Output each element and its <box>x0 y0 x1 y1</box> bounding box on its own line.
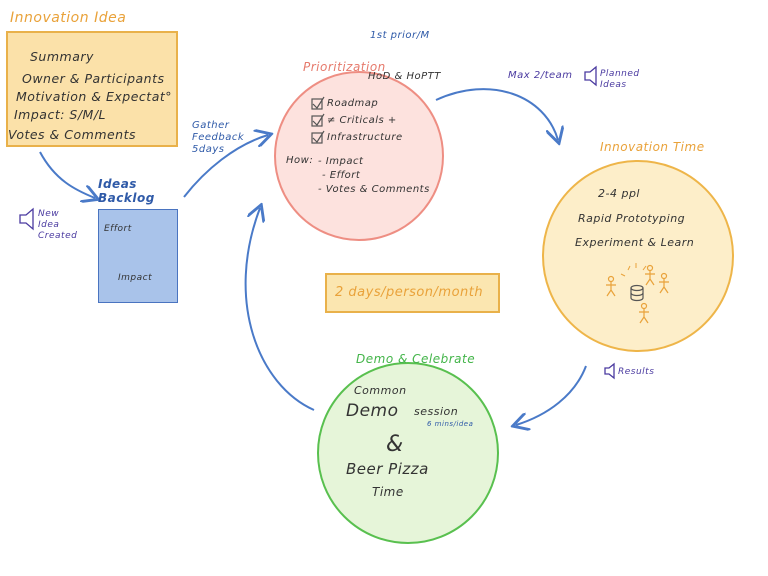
demo-session-label: session <box>414 405 459 418</box>
results-label: Results <box>618 367 655 377</box>
how-item: - Votes & Comments <box>318 184 430 195</box>
idea-field: Summary <box>30 49 94 64</box>
arrow-prioritization-to-innovation <box>435 88 558 140</box>
innovation-line: Experiment & Learn <box>575 236 695 249</box>
note-line: 5days <box>192 144 225 155</box>
prioritization-owners: HoD & HoPTT <box>368 71 441 82</box>
gather-feedback-note: Gather Feedback 5days <box>192 120 244 156</box>
megaphone-icon <box>584 65 597 87</box>
note-line: New <box>38 209 60 219</box>
demo-title: Demo & Celebrate <box>356 352 476 366</box>
sparkle-icon <box>620 263 647 277</box>
time-budget-label: 2 days/person/month <box>335 285 484 300</box>
checklist-item: Infrastructure <box>327 132 403 143</box>
team-limit: Max 2/team <box>508 70 573 81</box>
database-icon <box>630 284 644 302</box>
prioritization-circle <box>274 71 444 241</box>
idea-field: Owner & Participants <box>22 71 165 86</box>
checkbox-icon <box>311 96 325 144</box>
ideas-backlog-card <box>98 209 178 303</box>
demo-circle <box>317 362 499 544</box>
checklist-item: Roadmap <box>327 98 379 109</box>
note-line: Feedback <box>192 132 245 143</box>
impact-axis-label: Impact <box>118 273 153 283</box>
title-line: Backlog <box>98 191 155 205</box>
how-label: How: <box>286 155 314 166</box>
arrow-backlog-to-prioritization <box>183 135 268 198</box>
planned-ideas-note: Planned Ideas <box>600 69 640 91</box>
stick-figure-icon <box>606 264 669 324</box>
arrow-idea-to-backlog <box>39 151 95 198</box>
demo-line: Time <box>372 485 404 499</box>
demo-duration: 6 mins/idea <box>427 420 474 428</box>
prioritization-title: Prioritization <box>303 60 386 74</box>
note-line: Planned <box>600 69 640 79</box>
title-line: Ideas <box>98 177 137 191</box>
how-list: - Impact - Effort - Votes & Comments <box>318 155 430 197</box>
note-line: Idea <box>38 220 60 230</box>
arrow-demo-to-prioritization <box>244 208 315 411</box>
idea-field: Motivation & Expectat° <box>16 89 173 104</box>
ideas-backlog-title: Ideas Backlog <box>98 177 155 205</box>
time-budget-card <box>325 273 500 313</box>
new-idea-note: New Idea Created <box>38 209 77 242</box>
how-item: - Impact <box>318 156 364 167</box>
arrow-innovation-to-demo <box>516 365 587 425</box>
demo-ampersand: & <box>386 432 404 457</box>
innovation-time-circle <box>542 160 734 352</box>
demo-line: Common <box>354 384 407 397</box>
innovation-line: Rapid Prototyping <box>578 212 686 225</box>
effort-axis-label: Effort <box>104 224 132 234</box>
note-line: Ideas <box>600 80 627 90</box>
demo-line: Beer Pizza <box>346 460 429 478</box>
note-line: Gather <box>192 120 230 131</box>
idea-field: Votes & Comments <box>8 127 137 142</box>
demo-big-label: Demo <box>346 401 399 421</box>
team-size: 2-4 ppl <box>598 187 640 200</box>
innovation-time-title: Innovation Time <box>600 140 705 154</box>
prioritization-frequency: 1st prior/M <box>370 30 430 41</box>
idea-field: Impact: S/M/L <box>14 107 107 122</box>
checklist-item: ≠ Criticals + <box>327 115 397 126</box>
how-item: - Effort <box>322 170 361 181</box>
innovation-idea-card: Summary Owner & Participants Motivation … <box>6 31 178 147</box>
innovation-idea-title: Innovation Idea <box>10 10 127 26</box>
megaphone-icon <box>19 207 34 231</box>
note-line: Created <box>38 231 78 241</box>
megaphone-icon <box>604 362 615 380</box>
